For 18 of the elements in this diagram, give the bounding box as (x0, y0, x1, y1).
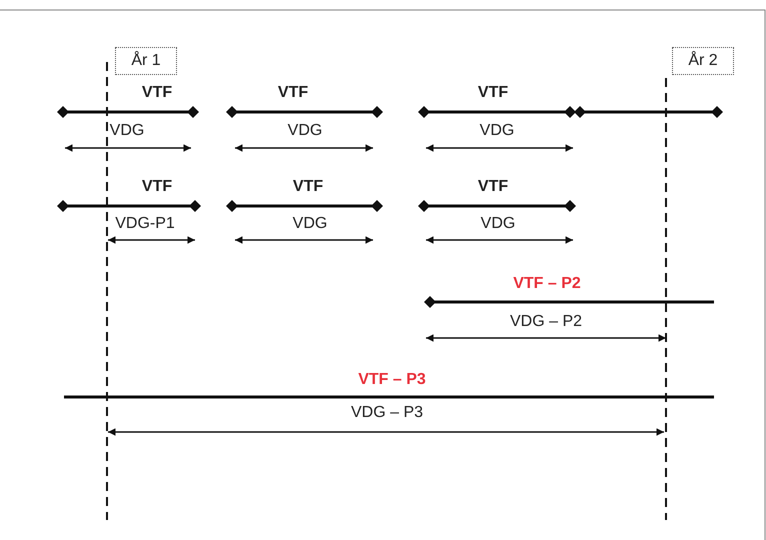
span-label: VDG (480, 122, 514, 140)
bar-label: VTF (142, 84, 172, 102)
span-label: VDG – P3 (350, 404, 424, 422)
bar-label: VTF – P2 (513, 275, 581, 293)
span-label: VDG-P1 (115, 215, 175, 233)
bar-label: VTF (142, 178, 172, 196)
bar-label: VTF (478, 178, 508, 196)
span-label: VDG (110, 122, 144, 140)
bar-label: VTF (292, 178, 324, 196)
span-label: VDG (288, 122, 322, 140)
bar-label: VTF – P3 (358, 371, 426, 389)
span-label: VDG – P2 (510, 313, 582, 331)
span-label: VDG (480, 215, 516, 233)
year-box: År 2 (672, 47, 734, 75)
year-box: År 1 (115, 47, 177, 75)
span-label: VDG (292, 215, 328, 233)
bar-label: VTF (478, 84, 508, 102)
bar-label: VTF (278, 84, 308, 102)
